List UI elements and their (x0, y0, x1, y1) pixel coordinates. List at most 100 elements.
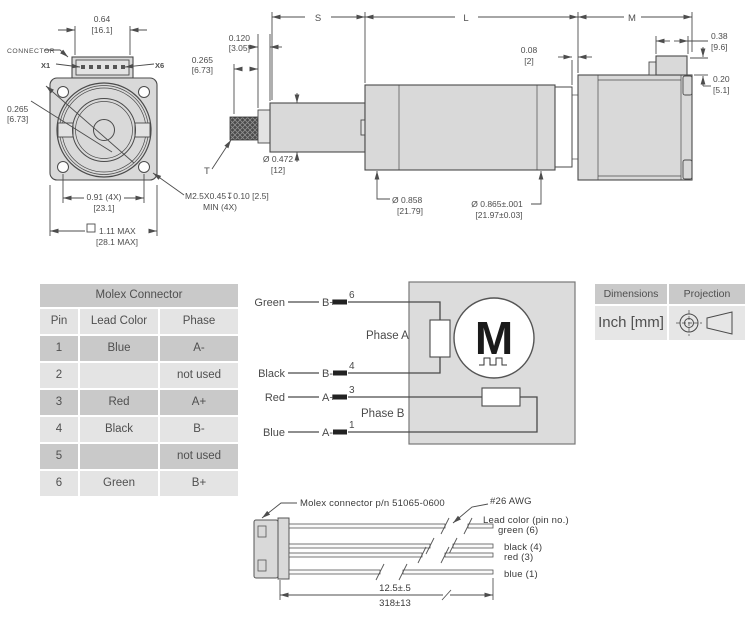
actuator-body (364, 84, 556, 171)
wire-blue (348, 396, 538, 433)
pilot-ring-outer (56, 82, 152, 178)
pin-bar (333, 299, 347, 305)
cell-phase: B+ (160, 471, 238, 496)
dim-hole-spacing-mm: [23.1] (93, 203, 114, 213)
offset-leader (45, 85, 135, 164)
third-angle-projection-icon (676, 310, 733, 336)
wire-label-red: red (3) (504, 552, 533, 563)
wire-label-black: black (4) (504, 542, 542, 553)
molex-connector-table: Molex Connector Pin Lead Color Phase 1 B… (40, 284, 238, 498)
cell-phase: A+ (160, 390, 238, 415)
mounting-plate (49, 77, 158, 181)
dia-shaft-in: Ø 0.472 (263, 154, 294, 164)
cell-color: Green (80, 471, 158, 496)
cell-color: Black (80, 417, 158, 442)
dim-break-mark (441, 589, 452, 601)
thread-label: T (204, 166, 210, 177)
dia-cap-mm: [21.79] (397, 206, 423, 216)
cell-pin: 1 (40, 336, 78, 361)
pin-bar (333, 429, 347, 435)
wire-gauge-label: #26 AWG (490, 496, 532, 507)
connector-clip (257, 525, 267, 538)
phase-b-label: Phase B (361, 408, 405, 420)
lead-green: Green B+ 6 (255, 290, 355, 309)
bore-ring-inner (75, 101, 133, 159)
dia-body-mm: [21.97±0.03] (475, 210, 522, 220)
table-row: 5 not used (40, 444, 238, 469)
pin-bar (333, 394, 347, 400)
mount-tab-top (682, 75, 693, 96)
cell-pin: 4 (40, 417, 78, 442)
cell-phase: not used (160, 444, 238, 469)
mount-thread-note2: MIN (4X) (203, 202, 237, 212)
dim-s: S (315, 13, 321, 24)
key-tab-right (134, 122, 151, 138)
phase-a-label: Phase A (366, 330, 409, 342)
pulse-icon (479, 357, 507, 366)
shaft-hole (93, 119, 115, 141)
dia-cap-in: Ø 0.858 (392, 195, 423, 205)
motor-letter: M (475, 312, 513, 364)
connector-callout: CONNECTOR (7, 48, 55, 55)
cable-drawing: Molex connector p/n 51065-0600 #26 AWG L… (253, 496, 569, 609)
motor-body (577, 74, 693, 181)
side-view: S L M 0.120 [3.05] 0.265 [6.73] T Ø 0.47… (192, 12, 730, 220)
projection-cell (669, 306, 745, 340)
dim-thread-mm: [6.73] (192, 65, 213, 75)
cable-length-mm: 318±13 (379, 598, 411, 609)
lead-color-label: Blue (263, 427, 285, 439)
lead-terminal-label: B- (322, 368, 333, 380)
pin-number: 6 (349, 290, 355, 301)
cable-wires (288, 517, 494, 581)
technical-drawing: 0.64 [16.1] CONNECTOR X1 X6 0.265 [6.73]… (7, 12, 730, 247)
cell-pin: 5 (40, 444, 78, 469)
table-header-row: Pin Lead Color Phase (40, 309, 238, 334)
table-row: 4 Black B- (40, 417, 238, 442)
pin-number: 1 (349, 420, 355, 431)
info-body-row: Inch [mm] (595, 306, 745, 340)
lead-color-label: Red (265, 392, 285, 404)
dim-nose-mm: [3.05] (229, 43, 250, 53)
cable-length-in: 12.5±.5 (379, 583, 411, 594)
cell-color (80, 363, 158, 388)
wire-black (348, 357, 441, 374)
col-header-pin: Pin (40, 309, 78, 334)
dim-mconn-w-in: 0.38 (711, 31, 728, 41)
lead-red: Red A+ 3 (265, 385, 355, 404)
dim-mconn-h-mm: [5.1] (713, 85, 730, 95)
dim-m: M (628, 13, 636, 24)
dim-offset-mm: [6.73] (7, 114, 28, 124)
lead-terminal-label: A- (322, 427, 333, 439)
thread-note-leader (152, 172, 185, 196)
wiring-diagram: M Green B+ 6 Black B- 4 Red A+ 3 Blue A-… (255, 281, 576, 445)
dim-hole-spacing-in: 0.91 (4X) (87, 192, 122, 202)
info-header-row: Dimensions Projection (595, 284, 745, 304)
pin1-label: X1 (41, 61, 50, 70)
dia-body-leader (531, 171, 544, 205)
bore-ring (72, 98, 136, 162)
square-symbol (86, 223, 96, 233)
table-title: Molex Connector (40, 284, 238, 307)
cell-pin: 6 (40, 471, 78, 496)
winding-horizontal (481, 387, 521, 407)
dia-cap-leader (374, 171, 390, 200)
lead-black: Black B- 4 (258, 361, 355, 380)
dim-connector-width-mm: [16.1] (91, 25, 112, 35)
dim-gap-mm: [2] (524, 56, 533, 66)
front-view: 0.64 [16.1] CONNECTOR X1 X6 0.265 [6.73]… (7, 14, 269, 247)
dim-body-width-in: 1.11 MAX (99, 226, 136, 236)
cable-connector-note: Molex connector p/n 51065-0600 (300, 498, 445, 509)
mount-tab-bottom (682, 159, 693, 180)
projection-header: Projection (669, 284, 745, 304)
dim-mconn-w-mm: [9.6] (711, 42, 728, 52)
wire-label-green: green (6) (498, 525, 538, 536)
dimensions-value: Inch [mm] (595, 306, 667, 340)
dia-shaft-mm: [12] (271, 165, 285, 175)
dimensions-header: Dimensions (595, 284, 667, 304)
connector-leader (44, 49, 69, 58)
lead-blue: Blue A- 1 (263, 420, 355, 439)
pin6-label: X6 (155, 61, 164, 70)
cell-color: Blue (80, 336, 158, 361)
pin-number: 3 (349, 385, 355, 396)
